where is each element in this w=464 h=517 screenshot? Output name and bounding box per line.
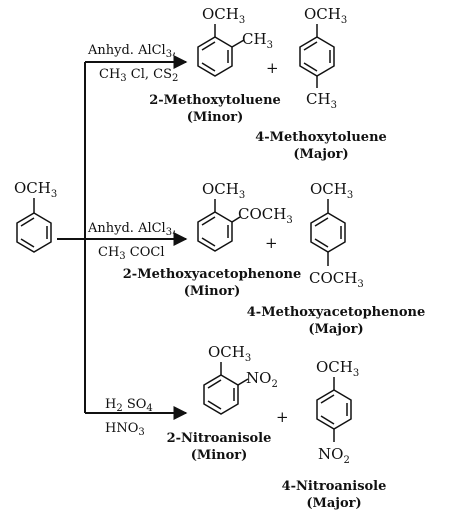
anisole-ring: [16, 212, 52, 253]
2-methoxyacetophenone-structure: OCH3 COCH3: [197, 180, 293, 252]
anisole-starting-material: OCH3: [14, 179, 57, 253]
reaction-2-reagent-1: Anhyd. AlCl3,: [87, 221, 176, 238]
minor-2-name: 2-Methoxyacetophenone: [123, 267, 301, 282]
reaction-1-reagent-1: Anhyd. AlCl3,: [87, 43, 176, 60]
minor-2-tag: (Minor): [184, 284, 241, 299]
major-3-bottom-group: NO2: [318, 445, 350, 466]
plus-2: +: [265, 234, 278, 252]
reaction-3-reagent-2: HNO3: [105, 421, 145, 438]
minor-1-side-group: CH3: [242, 30, 273, 51]
major-3-name: 4-Nitroanisole: [282, 479, 387, 494]
minor-1-top-group: OCH3: [202, 5, 245, 26]
minor-3-name: 2-Nitroanisole: [167, 431, 272, 446]
plus-1: +: [266, 59, 279, 77]
major-2-tag: (Major): [308, 322, 363, 337]
major-2-top-group: OCH3: [310, 180, 353, 201]
major-3-top-group: OCH3: [316, 358, 359, 379]
major-3-tag: (Major): [306, 496, 361, 511]
major-2-bottom-group: COCH3: [309, 269, 364, 290]
minor-2-top-group: OCH3: [202, 180, 245, 201]
reaction-2: Anhyd. AlCl3, CH3 COCl OCH3 COCH3 2-Meth…: [87, 180, 425, 337]
major-1-tag: (Major): [293, 147, 348, 162]
minor-1-name: 2-Methoxytoluene: [149, 93, 281, 108]
4-methoxytoluene-structure: OCH3 CH3: [299, 5, 347, 111]
reaction-arrows: [57, 55, 188, 420]
minor-3-side-group: NO2: [246, 369, 278, 390]
major-1-name: 4-Methoxytoluene: [255, 130, 387, 145]
major-2-name: 4-Methoxyacetophenone: [247, 305, 425, 320]
4-nitroanisole-structure: OCH3 NO2: [316, 358, 359, 466]
4-methoxyacetophenone-structure: OCH3 COCH3: [309, 180, 364, 290]
minor-3-tag: (Minor): [191, 448, 248, 463]
reaction-3-reagent-1: H2 SO4: [105, 397, 153, 414]
minor-1-tag: (Minor): [187, 110, 244, 125]
2-methoxytoluene-structure: OCH3 CH3: [197, 5, 273, 77]
plus-3: +: [276, 408, 289, 426]
2-nitroanisole-structure: OCH3 NO2: [203, 343, 278, 415]
major-1-top-group: OCH3: [304, 5, 347, 26]
reaction-1-reagent-2: CH3 Cl, CS2: [99, 67, 178, 84]
minor-2-side-group: COCH3: [238, 205, 293, 226]
minor-3-top-group: OCH3: [208, 343, 251, 364]
reaction-1: Anhyd. AlCl3, CH3 Cl, CS2 OCH3 CH3 2-Met…: [87, 5, 387, 162]
anisole-group-label: OCH3: [14, 179, 57, 200]
reaction-2-reagent-2: CH3 COCl: [98, 245, 165, 262]
reaction-3: H2 SO4 HNO3 OCH3 NO2 2-Nitroanisole (Min…: [105, 343, 386, 511]
major-1-bottom-group: CH3: [306, 90, 337, 111]
